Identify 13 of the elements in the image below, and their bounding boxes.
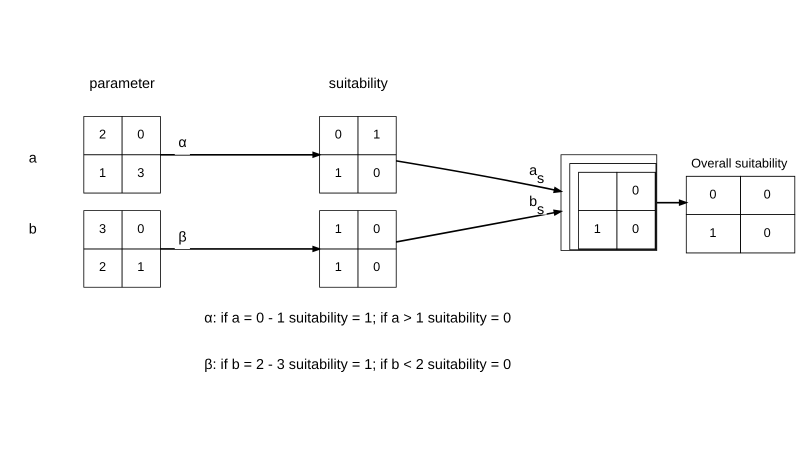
edge-label: β	[178, 229, 187, 246]
label: b	[28, 221, 37, 238]
arrow	[657, 199, 688, 206]
label: suitability	[328, 76, 388, 92]
arrow	[396, 209, 564, 243]
label: α: if a = 0 - 1 suitability = 1; if a > 1 suitability = 0	[204, 310, 512, 327]
label: a	[28, 150, 37, 166]
edge-label: α	[178, 135, 187, 152]
label: parameter	[89, 76, 155, 92]
label: β: if b = 2 - 3 suitability = 1; if b < 2 suitability = 0	[204, 356, 512, 373]
arrow	[160, 246, 322, 252]
node-label: Overall suitability	[691, 155, 788, 170]
arrow	[160, 151, 322, 158]
